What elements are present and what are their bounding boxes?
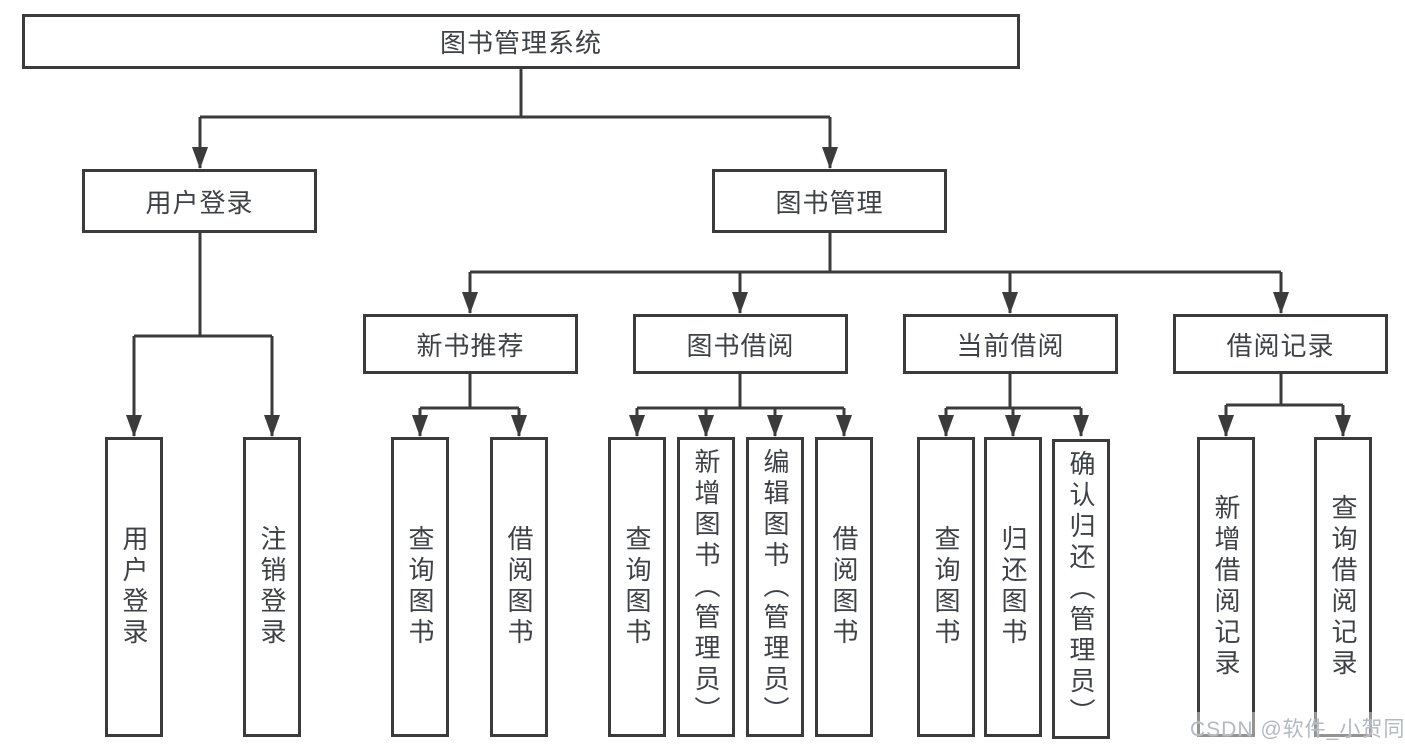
node-label: 新增图书（管理员） [691,447,721,727]
node-book-management: 图书管理 [712,169,947,233]
leaf-return-books: 归还图书 [984,437,1042,737]
node-user-login-group: 用户登录 [82,169,317,233]
node-label: 图书管理 [775,187,884,218]
node-label: 用户登录 [145,187,254,218]
leaf-borrow-books-2: 借阅图书 [815,437,873,737]
leaf-query-books-3: 查询图书 [917,437,975,737]
node-label: 借阅记录 [1226,330,1335,361]
node-label: 用户登录 [119,525,149,649]
node-label: 查询借阅记录 [1328,494,1358,680]
node-book-borrow: 图书借阅 [633,314,848,374]
node-label: 图书借阅 [686,330,795,361]
leaf-logout: 注销登录 [243,437,301,737]
node-library-management-system: 图书管理系统 [22,14,1020,69]
node-label: 新书推荐 [416,330,525,361]
leaf-query-books-2: 查询图书 [608,437,666,737]
node-label: 注销登录 [257,525,287,649]
leaf-add-books-admin: 新增图书（管理员） [677,437,735,737]
node-borrow-records: 借阅记录 [1173,314,1388,374]
node-new-book-recommend: 新书推荐 [363,314,578,374]
csdn-watermark: CSDN @软件_小贺同学 [1186,712,1405,744]
node-label: 新增借阅记录 [1211,494,1241,680]
leaf-edit-books-admin: 编辑图书（管理员） [746,437,804,737]
leaf-query-books-1: 查询图书 [391,437,449,737]
node-label: 借阅图书 [504,525,534,649]
node-label: 编辑图书（管理员） [760,447,790,727]
node-label: 归还图书 [998,525,1028,649]
node-label: 查询图书 [622,525,652,649]
leaf-add-borrow-record: 新增借阅记录 [1197,437,1255,737]
node-label: 借阅图书 [829,525,859,649]
node-label: 图书管理系统 [439,28,602,58]
leaf-user-login: 用户登录 [105,437,163,737]
leaf-borrow-books-1: 借阅图书 [490,437,548,737]
node-label: 当前借阅 [956,330,1065,361]
leaf-confirm-return-admin: 确认归还（管理员） [1052,439,1110,739]
node-label: 确认归还（管理员） [1066,449,1096,729]
node-label: 查询图书 [931,525,961,649]
leaf-query-borrow-record: 查询借阅记录 [1314,437,1372,737]
node-label: 查询图书 [405,525,435,649]
node-current-borrow: 当前借阅 [903,314,1118,374]
